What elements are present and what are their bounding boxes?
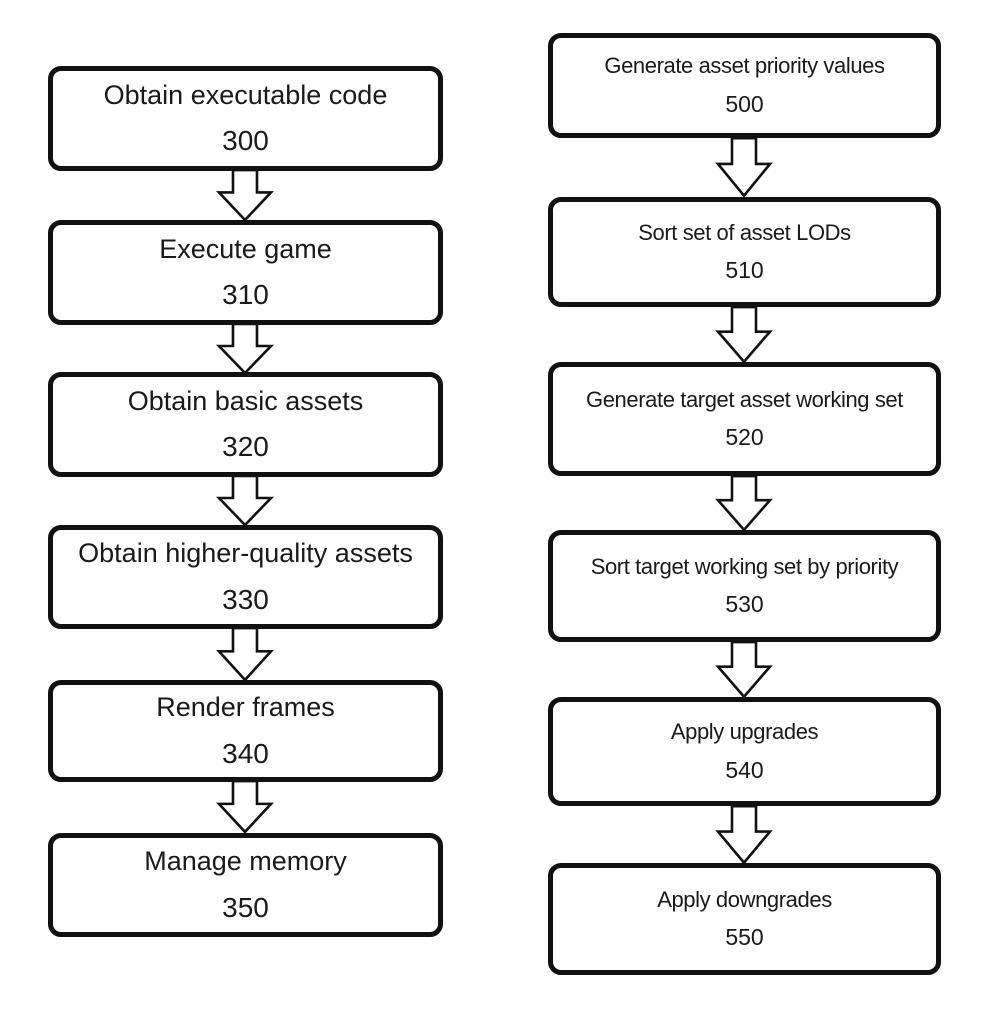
flow-step-label: Obtain higher-quality assets xyxy=(78,538,413,569)
flow-step-ref: 540 xyxy=(725,756,764,783)
flow-step-ref: 500 xyxy=(725,90,764,117)
flow-step-500: Generate asset priority values 500 xyxy=(548,33,941,138)
flow-step-300: Obtain executable code 300 xyxy=(48,66,443,171)
flow-step-label: Execute game xyxy=(159,233,332,264)
down-arrow-icon xyxy=(214,627,276,682)
flow-step-ref: 350 xyxy=(222,891,269,923)
flow-step-350: Manage memory 350 xyxy=(48,833,443,937)
flow-step-530: Sort target working set by priority 530 xyxy=(548,530,941,642)
flow-step-ref: 300 xyxy=(222,125,269,157)
flow-step-ref: 530 xyxy=(725,591,764,618)
down-arrow-icon xyxy=(214,780,276,834)
flow-step-550: Apply downgrades 550 xyxy=(548,863,941,975)
flow-step-540: Apply upgrades 540 xyxy=(548,697,941,806)
flow-step-label: Obtain basic assets xyxy=(127,385,364,416)
flow-step-ref: 550 xyxy=(725,924,764,951)
flow-step-520: Generate target asset working set 520 xyxy=(548,362,941,476)
down-arrow-icon xyxy=(713,641,775,699)
down-arrow-icon xyxy=(713,306,775,364)
flow-step-ref: 320 xyxy=(222,431,269,463)
flow-step-label: Apply downgrades xyxy=(657,886,832,912)
flow-step-ref: 330 xyxy=(222,583,269,615)
flow-step-ref: 520 xyxy=(725,424,764,451)
flow-step-ref: 310 xyxy=(222,279,269,311)
down-arrow-icon xyxy=(214,475,276,527)
flow-step-340: Render frames 340 xyxy=(48,680,443,782)
down-arrow-icon xyxy=(214,323,276,375)
flow-step-ref: 510 xyxy=(725,257,764,284)
flow-step-label: Apply upgrades xyxy=(670,719,819,745)
flow-step-310: Execute game 310 xyxy=(48,220,443,325)
flow-step-330: Obtain higher-quality assets 330 xyxy=(48,525,443,629)
flow-step-label: Render frames xyxy=(156,692,335,723)
flow-step-label: Obtain executable code xyxy=(103,79,388,110)
down-arrow-icon xyxy=(214,169,276,222)
flow-step-label: Sort set of asset LODs xyxy=(638,219,851,245)
flow-step-label: Generate asset priority values xyxy=(604,53,885,79)
down-arrow-icon xyxy=(713,137,775,198)
flow-step-label: Generate target asset working set xyxy=(586,386,903,412)
flow-step-510: Sort set of asset LODs 510 xyxy=(548,197,941,307)
down-arrow-icon xyxy=(713,805,775,865)
down-arrow-icon xyxy=(713,475,775,532)
flow-step-label: Sort target working set by priority xyxy=(590,553,899,579)
flow-step-ref: 340 xyxy=(222,737,269,769)
flow-step-label: Manage memory xyxy=(144,846,347,877)
flow-step-320: Obtain basic assets 320 xyxy=(48,372,443,477)
